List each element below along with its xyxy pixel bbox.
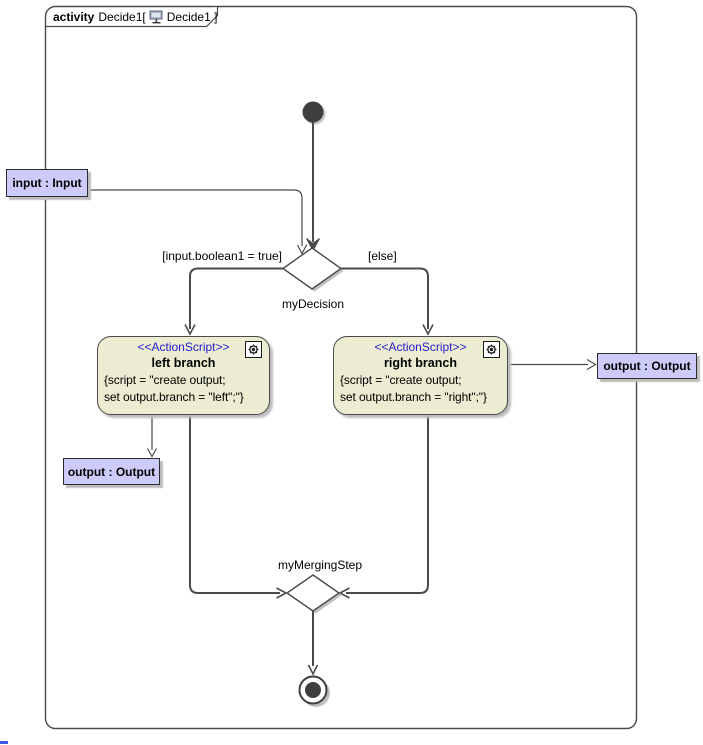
output-pin-left[interactable]: output : Output bbox=[63, 458, 160, 485]
action-right-branch[interactable]: <<ActionScript>> right branch {script = … bbox=[333, 336, 508, 415]
stereotype-label: <<ActionScript>> bbox=[137, 340, 230, 354]
output-pin-left-label: output : Output bbox=[67, 464, 156, 479]
action-left-branch[interactable]: <<ActionScript>> left branch {script = "… bbox=[97, 336, 270, 415]
activity-keyword: activity bbox=[53, 10, 95, 24]
edge-left-action-to-output-pin[interactable] bbox=[146, 415, 158, 458]
decision-node[interactable] bbox=[281, 247, 343, 290]
activity-name: Decide1[ bbox=[98, 10, 146, 24]
diagram-name: Decide1 ] bbox=[166, 10, 218, 24]
script-gear-icon bbox=[483, 341, 500, 358]
action-name-label: right branch bbox=[384, 356, 457, 370]
edge-initial-to-decision[interactable] bbox=[306, 122, 320, 252]
merge-name-label: myMergingStep bbox=[277, 558, 363, 572]
stereotype-label: <<ActionScript>> bbox=[374, 340, 467, 354]
input-pin-label: input : Input bbox=[12, 176, 82, 190]
input-pin[interactable]: input : Input bbox=[6, 169, 88, 197]
guard-true-label: [input.boolean1 = true] bbox=[162, 249, 282, 263]
script-line-1: {script = "create output; bbox=[104, 373, 226, 387]
script-line-2: set output.branch = "left";"} bbox=[104, 390, 244, 404]
activity-diagram-icon bbox=[149, 10, 164, 24]
edge-right-action-to-output-pin[interactable] bbox=[508, 358, 597, 371]
script-gear-icon bbox=[245, 341, 262, 358]
edge-input-to-decision[interactable] bbox=[86, 189, 308, 255]
edge-merge-to-final[interactable] bbox=[307, 611, 319, 676]
edge-decision-to-right-action[interactable] bbox=[340, 267, 434, 336]
initial-node[interactable] bbox=[302, 101, 324, 123]
edge-decision-to-left-action[interactable] bbox=[184, 267, 284, 336]
merge-node[interactable] bbox=[285, 574, 341, 612]
output-pin-right-label: output : Output bbox=[603, 359, 691, 373]
script-line-1: {script = "create output; bbox=[340, 373, 462, 387]
script-line-2: set output.branch = "right";"} bbox=[340, 390, 487, 404]
guard-else-label: [else] bbox=[368, 249, 397, 263]
decision-name-label: myDecision bbox=[281, 297, 344, 311]
frame-title: activity Decide1[ Decide1 ] bbox=[53, 9, 217, 25]
frame-title-tab[interactable] bbox=[45, 7, 219, 28]
final-node-core bbox=[305, 682, 321, 698]
blue-mark-artifact bbox=[0, 741, 8, 744]
output-pin-right[interactable]: output : Output bbox=[597, 353, 697, 379]
action-name-label: left branch bbox=[151, 356, 216, 370]
